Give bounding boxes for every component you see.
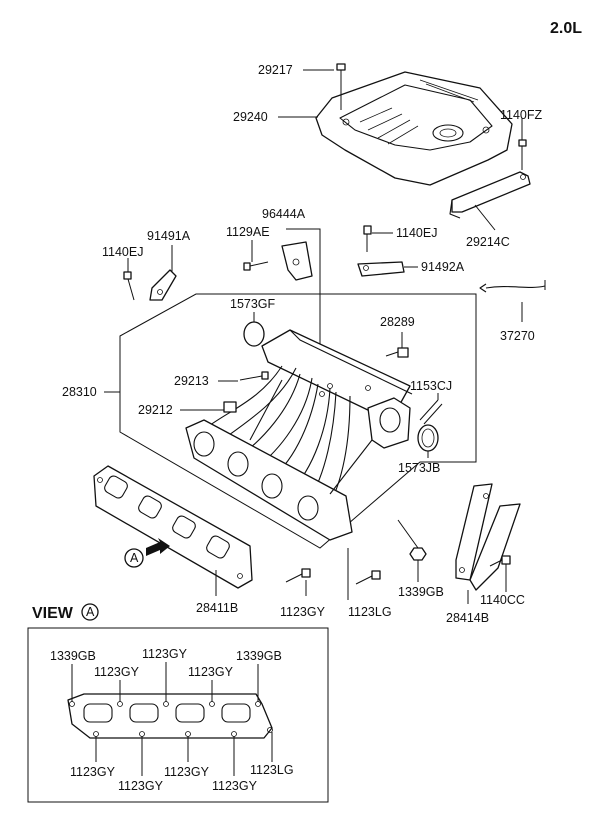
manifold-callout-frame [119,293,477,549]
label-37270: 37270 [500,329,535,343]
fitting-28289 [385,347,409,358]
bolt-1140EJ-right [363,225,372,252]
label-29213: 29213 [174,374,209,388]
label-28289: 28289 [380,315,415,329]
label-1339GB: 1339GB [398,585,444,599]
view-label-1123GY-bottom3: 1123GY [164,765,210,779]
view-label-1123GY-bottom4: 1123GY [212,779,258,793]
label-96444A: 96444A [262,207,306,221]
label-29214C: 29214C [466,235,510,249]
gasket-1573JB [417,424,439,452]
bolt-1129AE [243,261,269,271]
engine-size-label: 2.0L [550,20,582,37]
cap-1573GF [243,321,265,347]
bolt-1140EJ-left [123,271,135,301]
bracket-28414B [455,483,521,591]
label-1140EJ-right: 1140EJ [396,226,437,240]
bolt-29217 [336,63,346,110]
gasket-28411B [93,465,253,589]
view-label-1339GB-left: 1339GB [50,649,96,663]
view-a-marker: A [130,551,139,565]
bracket-96444A [281,241,313,281]
view-label-1339GB-right: 1339GB [236,649,282,663]
label-1140CC: 1140CC [480,593,525,607]
label-1573GF: 1573GF [230,297,276,311]
label-29217: 29217 [258,63,293,77]
bolt-1123GY [285,568,311,583]
bolt-29212 [223,401,237,413]
view-label-1123GY-bottom2: 1123GY [118,779,164,793]
stud-29213 [239,371,269,381]
bracket-91491A [149,269,177,301]
bracket-91492A [357,261,405,277]
view-label-1123LG: 1123LG [250,763,294,777]
bolt-1140FZ [518,139,527,170]
view-a-title: VIEW A [32,603,99,622]
label-91492A: 91492A [421,260,465,274]
label-1123LG: 1123LG [348,605,392,619]
view-label-1123GY-top3: 1123GY [188,665,234,679]
label-1123GY: 1123GY [280,605,326,619]
label-28310: 28310 [62,385,97,399]
label-28411B: 28411B [196,601,238,615]
label-1129AE: 1129AE [226,225,270,239]
engine-cover [315,71,513,186]
sensor-37270 [479,280,546,293]
label-1140EJ-left: 1140EJ [102,245,143,259]
nut-1339GB [409,547,427,561]
label-91491A: 91491A [147,229,191,243]
view-a-title-text: VIEW [32,605,74,622]
intake-manifold-28310 [185,329,413,541]
view-a-title-marker: A [86,605,95,619]
view-label-1123GY-bottom1: 1123GY [70,765,116,779]
bolt-1123LG [355,570,381,585]
stud-1153CJ [419,399,443,425]
view-label-1123GY-top2: 1123GY [142,647,188,661]
label-1153CJ: 1153CJ [410,379,452,393]
label-29212: 29212 [138,403,173,417]
bracket-29214C [449,171,531,219]
label-1140FZ: 1140FZ [500,108,543,122]
view-a-frame [27,627,329,803]
view-a-arrow: A [124,538,170,568]
view-a-gasket [67,693,273,739]
label-29240: 29240 [233,110,268,124]
label-28414B: 28414B [446,611,489,625]
view-label-1123GY-top1: 1123GY [94,665,140,679]
label-1573JB: 1573JB [398,461,440,475]
